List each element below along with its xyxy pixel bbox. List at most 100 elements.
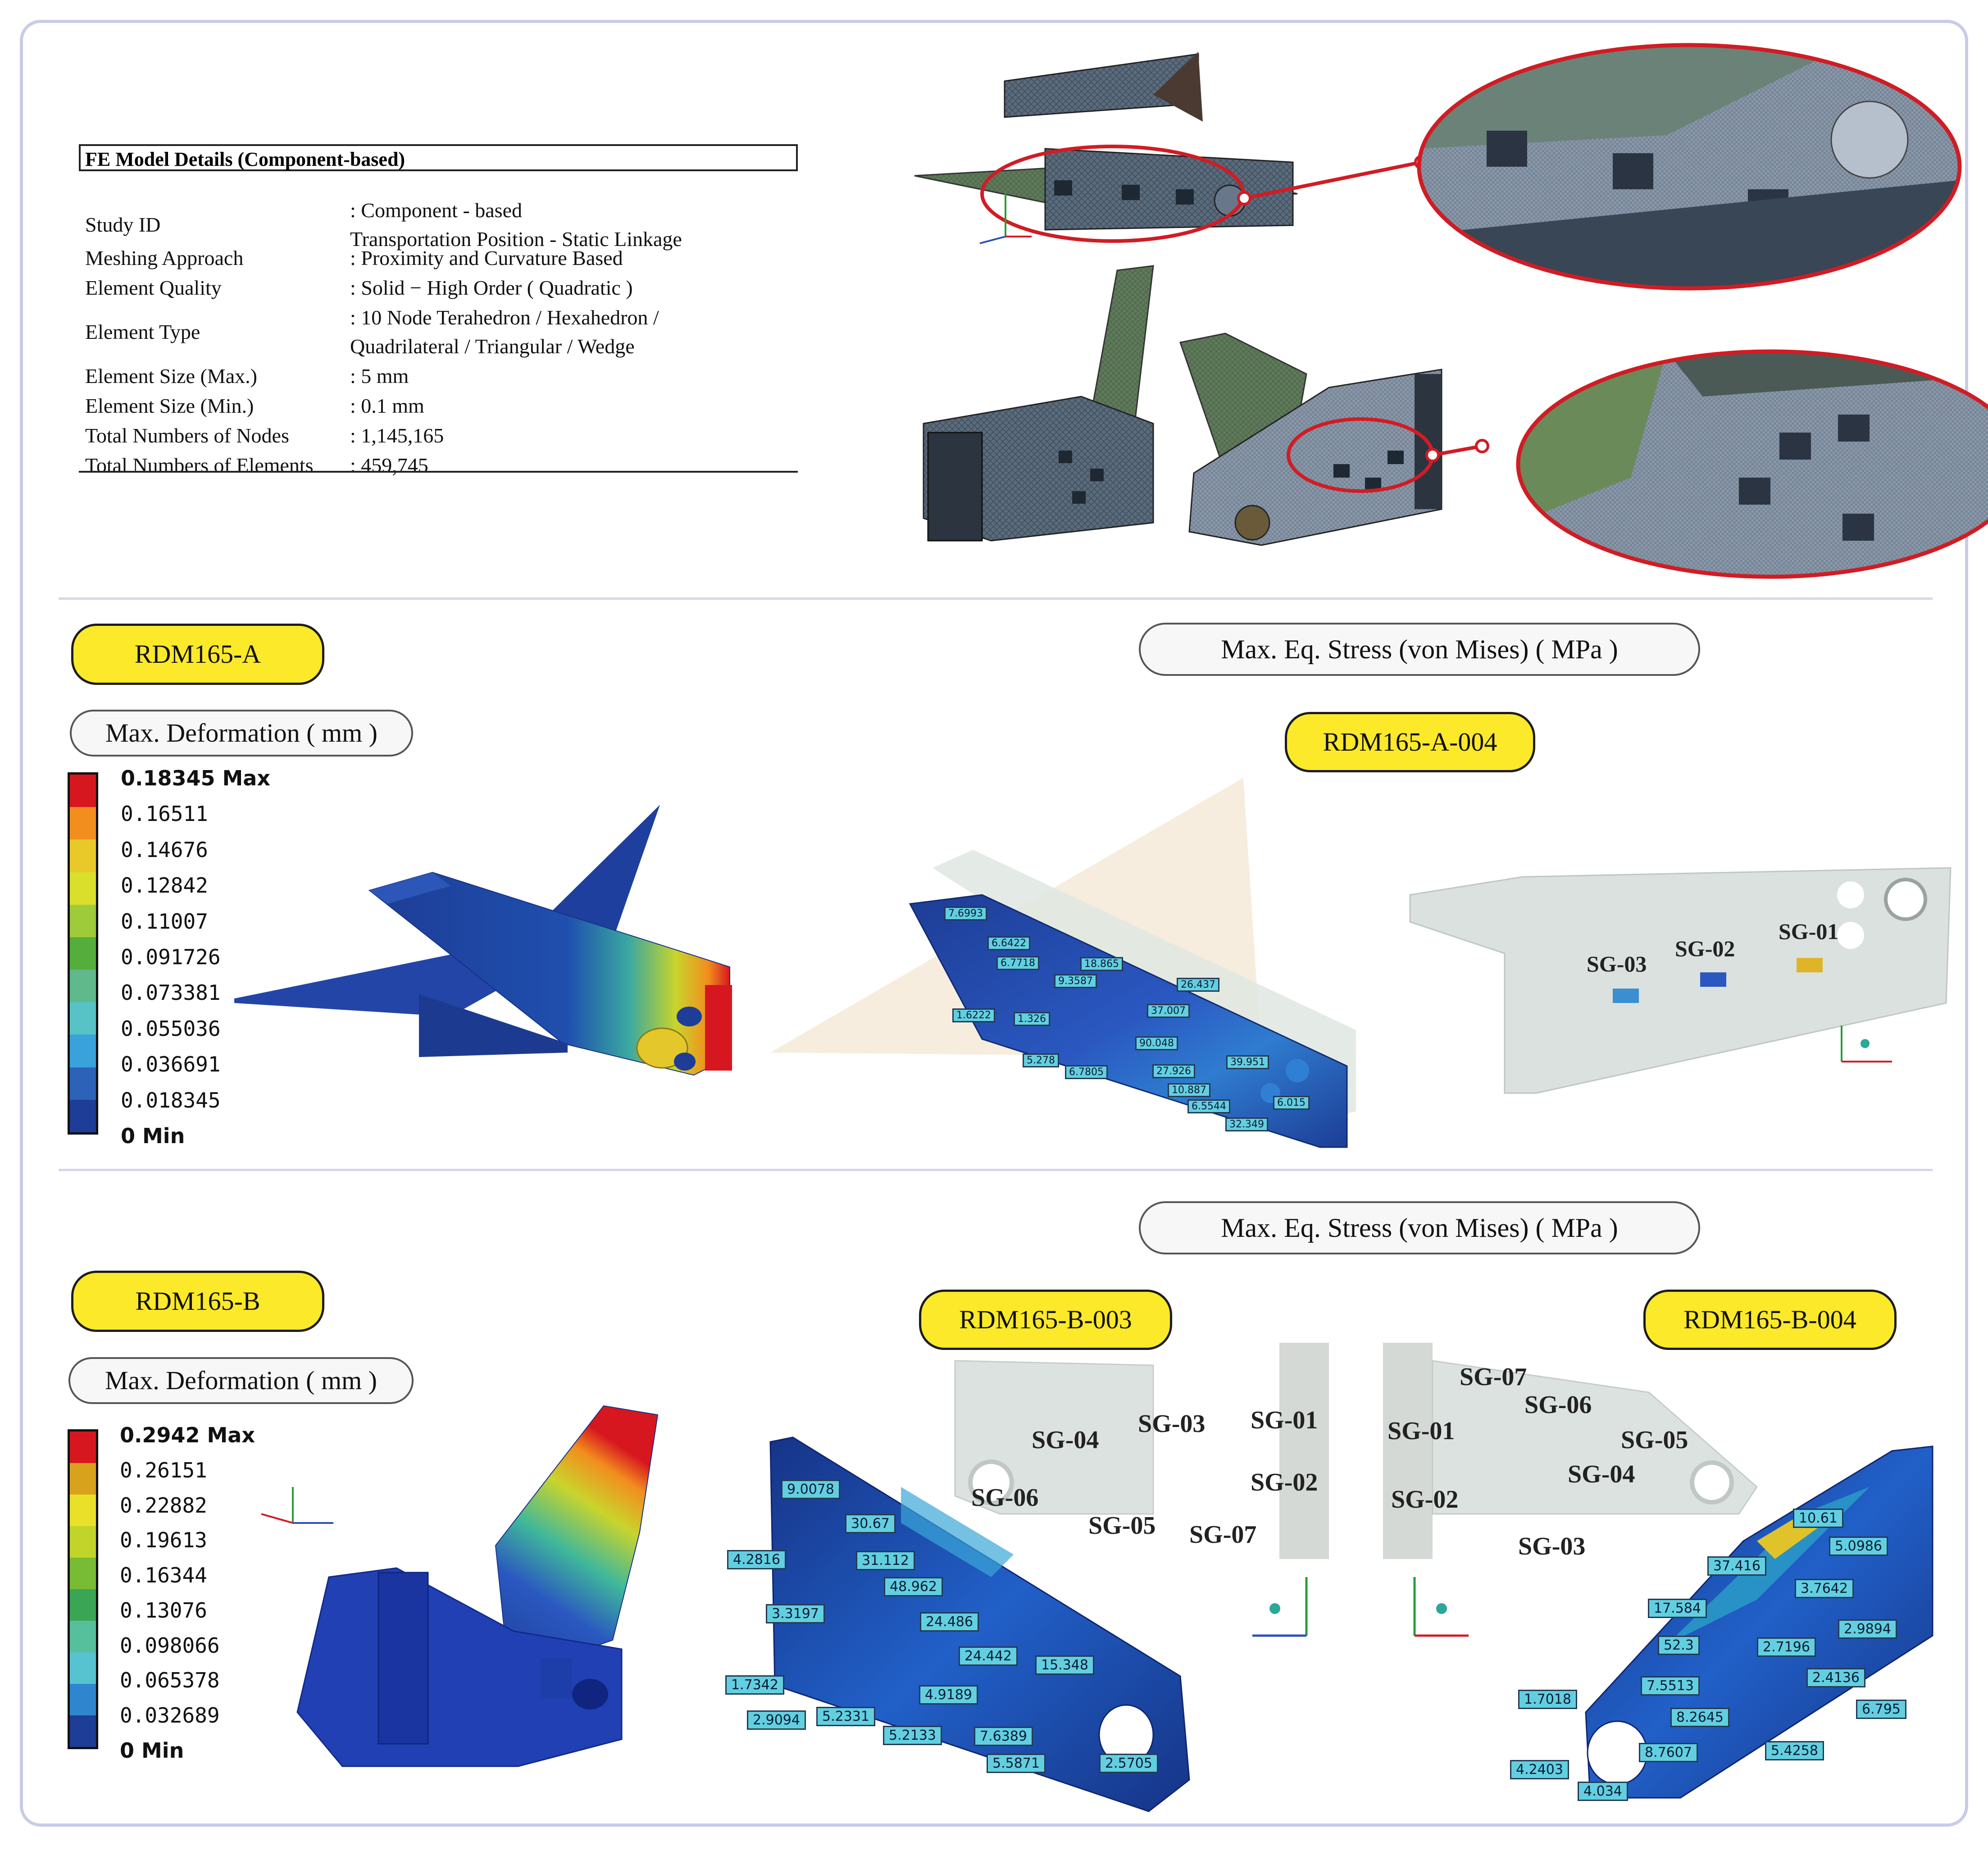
stress-probe-label: 6.5544 bbox=[1187, 1099, 1230, 1113]
legend-label: 0.055036 bbox=[121, 1016, 221, 1041]
legend-label: 0.2942 Max bbox=[120, 1423, 255, 1447]
legend-label: 0 Min bbox=[121, 1124, 185, 1148]
legend-label: 0.065378 bbox=[120, 1668, 220, 1693]
stress-probe-label: 4.2816 bbox=[727, 1550, 786, 1569]
legend-b-colorbar bbox=[68, 1429, 98, 1749]
deformation-model-a bbox=[234, 805, 732, 1076]
strain-gauge-label: SG-03 bbox=[1138, 1410, 1206, 1438]
section-b-part-label-004: RDM165-B-004 bbox=[1643, 1290, 1897, 1350]
legend-swatch bbox=[70, 1684, 96, 1715]
divider-top bbox=[59, 597, 1933, 600]
legend-label: 0.036691 bbox=[121, 1052, 221, 1077]
stress-probe-label: 5.2331 bbox=[816, 1707, 875, 1726]
legend-label: 0.19613 bbox=[120, 1528, 207, 1553]
stress-probe-label: 10.61 bbox=[1793, 1509, 1843, 1528]
stress-probe-label: 90.048 bbox=[1135, 1036, 1178, 1050]
strain-gauge-label: SG-02 bbox=[1251, 1468, 1318, 1496]
section-a-part-label: RDM165-A-004 bbox=[1285, 712, 1535, 772]
legend-label: 0.12842 bbox=[121, 873, 208, 898]
stress-probe-label: 15.348 bbox=[1035, 1655, 1094, 1675]
fe-table-title: FE Model Details (Component-based) bbox=[79, 144, 798, 171]
legend-swatch bbox=[70, 807, 96, 840]
legend-label: 0.091726 bbox=[121, 945, 221, 969]
axes-triad-b2 bbox=[1252, 1577, 1308, 1637]
stress-probe-label: 24.486 bbox=[920, 1612, 979, 1632]
stress-probe-label: 4.9189 bbox=[919, 1685, 978, 1705]
strain-gauge-label: SG-07 bbox=[1460, 1363, 1527, 1391]
stress-probe-label: 24.442 bbox=[959, 1646, 1018, 1666]
legend-swatch bbox=[70, 1558, 96, 1589]
section-b-stress-label: Max. Eq. Stress (von Mises) ( MPa ) bbox=[1139, 1201, 1700, 1254]
legend-swatch bbox=[70, 1715, 96, 1747]
fe-row-label: Total Numbers of Elements bbox=[85, 454, 314, 477]
stress-probe-label: 5.2133 bbox=[883, 1726, 942, 1745]
stress-probe-label: 5.5871 bbox=[987, 1754, 1046, 1773]
stress-probe-label: 6.795 bbox=[1856, 1700, 1906, 1719]
strain-gauge-label: SG-07 bbox=[1189, 1521, 1257, 1549]
fe-model-table: FE Model Details (Component-based) Study… bbox=[79, 144, 798, 477]
legend-label: 0.16511 bbox=[121, 802, 208, 826]
mesh-assembly-b bbox=[923, 265, 1489, 546]
legend-label: 0.098066 bbox=[120, 1633, 220, 1658]
legend-swatch bbox=[70, 1621, 96, 1652]
fe-row-label: Study ID bbox=[85, 213, 161, 236]
stress-probe-label: 5.4258 bbox=[1765, 1741, 1824, 1760]
fe-row-label: Element Size (Max.) bbox=[85, 365, 257, 388]
section-a-stress-label: Max. Eq. Stress (von Mises) ( MPa ) bbox=[1139, 623, 1700, 676]
legend-label: 0.14676 bbox=[121, 837, 208, 862]
strain-gauge-label: SG-03 bbox=[1587, 951, 1647, 976]
strain-gauge-label: SG-05 bbox=[1088, 1512, 1156, 1540]
legend-swatch bbox=[70, 1589, 96, 1621]
legend-label: 0.073381 bbox=[121, 980, 221, 1005]
stress-probe-label: 6.6422 bbox=[987, 936, 1030, 950]
stress-probe-label: 32.349 bbox=[1225, 1117, 1268, 1131]
fe-row-value: : 10 Node Terahedron / Hexahedron / bbox=[350, 306, 659, 329]
stress-probe-label: 2.5705 bbox=[1099, 1754, 1158, 1773]
stress-probe-label: 3.3197 bbox=[766, 1604, 825, 1623]
deformation-model-b bbox=[296, 1405, 659, 1767]
stress-probe-label: 7.6389 bbox=[974, 1727, 1033, 1746]
stress-probe-label: 1.7018 bbox=[1518, 1690, 1577, 1709]
stress-probe-label: 7.6993 bbox=[944, 907, 987, 921]
legend-label: 0.032689 bbox=[120, 1703, 220, 1728]
stress-probe-label: 2.7196 bbox=[1757, 1637, 1816, 1657]
fe-row-value: : Solid − High Order ( Quadratic ) bbox=[350, 276, 633, 299]
stress-probe-label: 4.2403 bbox=[1510, 1760, 1569, 1779]
stress-probe-label: 2.4136 bbox=[1806, 1668, 1865, 1687]
legend-label: 0.018345 bbox=[121, 1088, 221, 1112]
stress-probe-label: 8.2645 bbox=[1670, 1708, 1729, 1727]
stress-probe-label: 2.9094 bbox=[747, 1710, 806, 1730]
stress-probe-label: 37.007 bbox=[1147, 1004, 1190, 1018]
legend-label: 0.22882 bbox=[120, 1493, 207, 1518]
mesh-images bbox=[914, 43, 1988, 579]
stress-probe-label: 39.951 bbox=[1226, 1055, 1269, 1069]
strain-gauge-label: SG-02 bbox=[1675, 936, 1735, 961]
strain-gauge-label: SG-01 bbox=[1251, 1406, 1318, 1434]
stress-probe-label: 31.112 bbox=[856, 1551, 915, 1570]
section-a-deformation-label: Max. Deformation ( mm ) bbox=[70, 710, 413, 757]
stress-probe-label: 52.3 bbox=[1658, 1636, 1700, 1655]
mesh-assembly-a bbox=[914, 52, 1428, 243]
stress-probe-label: 18.865 bbox=[1080, 957, 1123, 971]
stress-probe-label: 1.7342 bbox=[725, 1675, 784, 1695]
legend-swatch bbox=[70, 1652, 96, 1684]
legend-label: 0 Min bbox=[120, 1738, 184, 1763]
legend-swatch bbox=[70, 904, 96, 937]
strain-gauge-label: SG-01 bbox=[1779, 919, 1839, 944]
legend-swatch bbox=[70, 1526, 96, 1558]
legend-swatch bbox=[70, 1099, 96, 1132]
fe-row-value: : Component - based bbox=[350, 199, 522, 222]
legend-swatch bbox=[70, 1067, 96, 1100]
fe-row-label: Meshing Approach bbox=[85, 246, 244, 269]
stress-probe-label: 1.6222 bbox=[952, 1008, 995, 1022]
stress-probe-label: 17.584 bbox=[1648, 1599, 1707, 1618]
strain-gauge-label: SG-06 bbox=[1524, 1391, 1592, 1419]
legend-swatch bbox=[70, 1495, 96, 1526]
section-b-title: RDM165-B bbox=[71, 1271, 324, 1332]
fe-row-value: Quadrilateral / Triangular / Wedge bbox=[350, 335, 635, 358]
strain-gauge-label: SG-04 bbox=[1568, 1460, 1635, 1488]
axes-triad-a bbox=[1841, 1026, 1892, 1062]
stress-probe-label: 8.7607 bbox=[1639, 1743, 1698, 1762]
section-b-part-label-003: RDM165-B-003 bbox=[919, 1290, 1172, 1350]
fe-row-value: Transportation Position - Static Linkage bbox=[350, 228, 682, 251]
